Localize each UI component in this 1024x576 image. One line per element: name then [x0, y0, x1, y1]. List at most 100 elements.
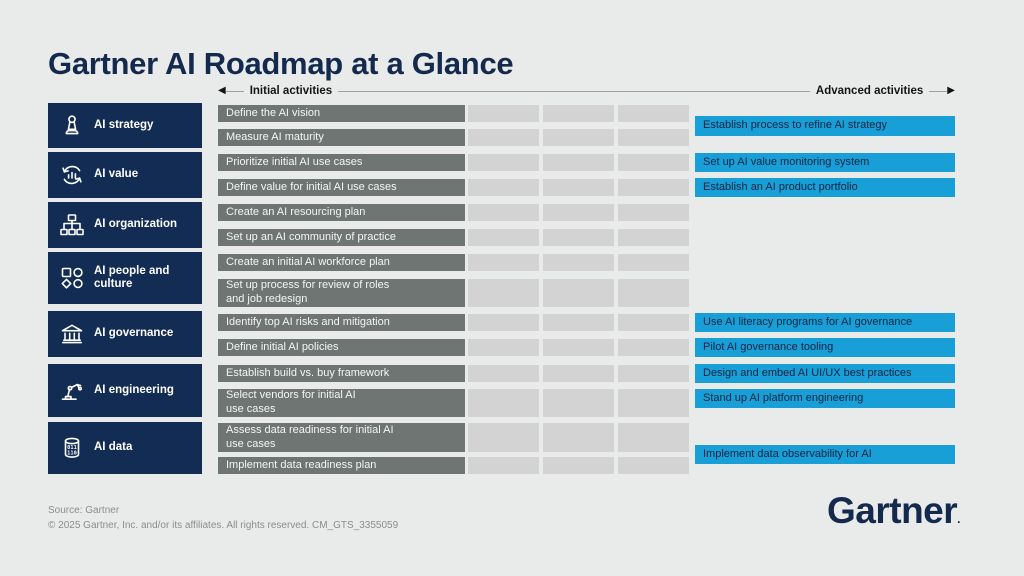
initial-activity-bar: Establish build vs. buy framework [218, 365, 465, 382]
sidebar-item-label: AI data [94, 441, 133, 454]
initial-activity-label: Define the AI vision [226, 106, 321, 119]
activity-row: Define initial AI policies [218, 339, 955, 356]
timeline-cell [618, 339, 689, 356]
timeline-cell [468, 389, 539, 417]
timeline-cell [618, 279, 689, 307]
advanced-activity-bar: Establish process to refine AI strategy [695, 116, 955, 136]
timeline-cell [543, 179, 614, 196]
timeline-cell [468, 229, 539, 246]
timeline-cell [618, 365, 689, 382]
activity-row: Set up process for review of roles and j… [218, 279, 955, 307]
timeline-cell [618, 229, 689, 246]
timeline-cell [543, 204, 614, 221]
advanced-activities-label: Advanced activities [815, 85, 924, 97]
initial-activity-bar: Set up process for review of roles and j… [218, 279, 465, 307]
timeline-cell [618, 423, 689, 452]
initial-activity-bar: Select vendors for initial AI use cases [218, 389, 465, 417]
timeline-cell [468, 457, 539, 474]
initial-activity-bar: Identify top AI risks and mitigation [218, 314, 465, 331]
sidebar-item-ai-value: AI value [48, 152, 202, 198]
advanced-activity-label: Set up AI value monitoring system [703, 155, 870, 168]
timeline-cell [543, 254, 614, 271]
registered-mark: . [957, 512, 960, 526]
timeline-cell [543, 365, 614, 382]
svg-text:110: 110 [67, 451, 77, 457]
initial-activity-label: Define value for initial AI use cases [226, 180, 397, 193]
axis-line [225, 90, 244, 92]
robot-arm-icon [58, 377, 85, 404]
timeline-cell [468, 204, 539, 221]
value-cycle-icon [58, 162, 85, 189]
timeline-cell [468, 314, 539, 331]
initial-activity-label: Create an AI resourcing plan [226, 205, 366, 218]
sidebar-item-ai-data: 011 110 AI data [48, 422, 202, 474]
gartner-logo-text: Gartner [827, 490, 958, 531]
activity-row: Create an AI resourcing plan [218, 204, 955, 221]
advanced-activity-bar: Design and embed AI UI/UX best practices [695, 364, 955, 383]
timeline-cell [468, 254, 539, 271]
shapes-icon [58, 265, 85, 292]
initial-activity-bar: Prioritize initial AI use cases [218, 154, 465, 171]
activity-row: Create an initial AI workforce plan [218, 254, 955, 271]
timeline-cell [618, 254, 689, 271]
initial-activity-label: Establish build vs. buy framework [226, 366, 390, 379]
timeline-cell [543, 129, 614, 146]
timeline-cell [618, 129, 689, 146]
activity-row: Measure AI maturity [218, 129, 955, 146]
copyright-note: © 2025 Gartner, Inc. and/or its affiliat… [48, 519, 399, 531]
initial-activity-label: Set up an AI community of practice [226, 230, 396, 243]
initial-activity-label: Create an initial AI workforce plan [226, 255, 390, 268]
activity-row: Assess data readiness for initial AI use… [218, 423, 955, 452]
initial-activity-label: Assess data readiness for initial AI use… [226, 423, 394, 450]
timeline-cell [543, 423, 614, 452]
timeline-cell [468, 105, 539, 122]
sidebar-item-ai-organization: AI organization [48, 202, 202, 248]
sidebar-item-label: AI engineering [94, 383, 174, 396]
advanced-activity-label: Implement data observability for AI [703, 447, 872, 460]
chess-pawn-icon [58, 112, 85, 139]
activity-row: Set up an AI community of practice [218, 229, 955, 246]
timeline-cell [618, 105, 689, 122]
initial-activity-label: Identify top AI risks and mitigation [226, 315, 390, 328]
advanced-activity-bar: Set up AI value monitoring system [695, 153, 955, 172]
advanced-activity-label: Design and embed AI UI/UX best practices [703, 366, 912, 379]
advanced-activity-bar: Stand up AI platform engineering [695, 389, 955, 408]
activity-row: Identify top AI risks and mitigation [218, 314, 955, 331]
timeline-cell [468, 279, 539, 307]
advanced-activity-bar: Pilot AI governance tooling [695, 338, 955, 357]
timeline-cell [543, 105, 614, 122]
timeline-cell [618, 204, 689, 221]
initial-activity-label: Measure AI maturity [226, 130, 324, 143]
timeline-cell [543, 229, 614, 246]
advanced-activity-label: Establish process to refine AI strategy [703, 119, 888, 132]
arrow-right-icon: ▶ [947, 85, 955, 96]
activities-axis: ◀ Initial activities Advanced activities… [218, 84, 955, 98]
timeline-cell [543, 339, 614, 356]
initial-activity-bar: Create an initial AI workforce plan [218, 254, 465, 271]
source-note: Source: Gartner [48, 505, 120, 516]
arrow-left-icon: ◀ [218, 85, 226, 96]
timeline-cell [468, 129, 539, 146]
timeline-cell [618, 457, 689, 474]
sidebar-item-ai-engineering: AI engineering [48, 364, 202, 417]
sidebar-item-label: AI governance [94, 327, 174, 340]
advanced-activity-bar: Use AI literacy programs for AI governan… [695, 313, 955, 332]
timeline-cell [468, 179, 539, 196]
timeline-cell [468, 339, 539, 356]
advanced-activity-label: Pilot AI governance tooling [703, 340, 834, 353]
initial-activity-bar: Measure AI maturity [218, 129, 465, 146]
initial-activity-bar: Set up an AI community of practice [218, 229, 465, 246]
timeline-cell [618, 154, 689, 171]
initial-activity-bar: Create an AI resourcing plan [218, 204, 465, 221]
government-building-icon [58, 321, 85, 348]
timeline-cell [468, 365, 539, 382]
sidebar-item-ai-people-and-culture: AI people and culture [48, 252, 202, 304]
activity-row: Establish build vs. buy framework [218, 365, 955, 382]
initial-activity-label: Implement data readiness plan [226, 458, 377, 471]
advanced-activity-label: Use AI literacy programs for AI governan… [703, 315, 913, 328]
initial-activity-label: Set up process for review of roles and j… [226, 279, 390, 305]
activity-row: Prioritize initial AI use cases [218, 154, 955, 171]
page-title: Gartner AI Roadmap at a Glance [48, 46, 514, 81]
timeline-cell [468, 154, 539, 171]
